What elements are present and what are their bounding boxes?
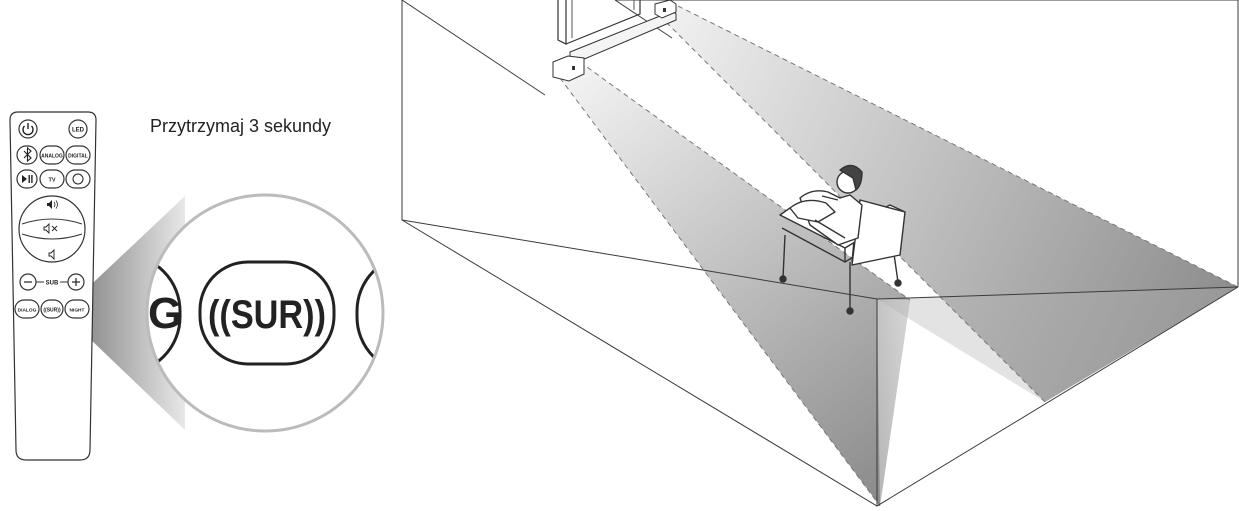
volume-down-icon[interactable] [48,248,55,261]
right-sound-beam [660,2,1238,402]
digital-label: DIGITAL [68,154,88,160]
dialog-label: DIALOG [18,308,37,314]
left-sound-beam [560,62,910,506]
led-label: LED [72,128,85,134]
3d-sound-icon [72,173,84,185]
listener-in-chair [779,164,906,315]
mute-icon[interactable] [43,222,58,235]
svg-text:G: G [148,289,182,338]
night-label: NIGHT [70,308,85,314]
instruction-text: Przytrzymaj 3 sekundy [150,116,332,136]
magnified-sur-button[interactable] [198,260,336,366]
tv-label: TV [48,178,55,184]
left-speaker [552,55,585,82]
soundbar [552,0,677,82]
play-pause-icon [22,175,27,183]
magnifier-cone [62,196,185,430]
magnified-night-button [355,253,383,375]
dialog-button[interactable]: DIALOG [14,299,40,319]
digital-button[interactable]: DIGITAL [65,145,91,165]
sur-button[interactable]: ((SUR)) [40,299,64,319]
volume-control[interactable] [18,195,86,263]
remote-control: LED ANALOG DIGITAL TV [9,111,97,461]
bluetooth-button[interactable] [16,145,38,165]
analog-label: ANALOG [41,154,63,160]
tv-button[interactable]: TV [39,169,65,189]
led-button[interactable]: LED [68,119,88,139]
sub-plus-button[interactable] [67,273,85,291]
night-button[interactable]: NIGHT [64,299,90,319]
power-button[interactable] [18,119,38,139]
volume-up-icon[interactable] [47,200,58,209]
magnified-sur-label: ((SUR)) [208,293,326,337]
analog-button[interactable]: ANALOG [39,145,65,165]
room-box [401,0,1239,507]
bluetooth-icon [23,146,32,163]
sur-label: ((SUR)) [43,308,61,314]
remote-illustration: LED ANALOG DIGITAL TV [9,111,385,461]
tv [557,0,641,45]
sub-label: SUB [46,281,59,287]
3d-button[interactable] [65,169,91,189]
play-pause-button[interactable] [16,169,38,189]
